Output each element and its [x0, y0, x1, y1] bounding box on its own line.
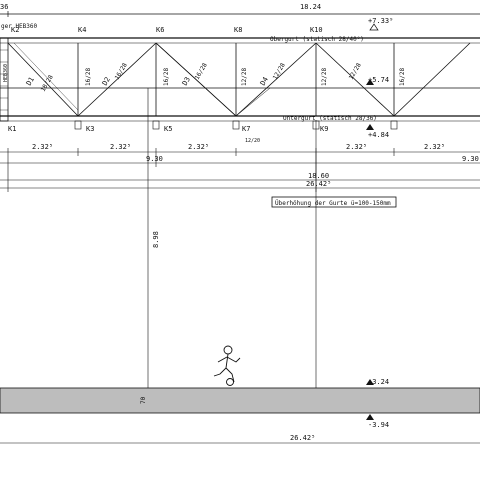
- member-size: 16/28: [85, 68, 92, 86]
- level-mid: +5.74: [368, 76, 389, 84]
- node-bottom-label: K9: [320, 125, 328, 133]
- bottom-overall-dim: 26.42⁵: [290, 434, 315, 442]
- height-dimension: 8.98: [152, 231, 160, 248]
- member-size: 12/28: [321, 68, 328, 86]
- node-top-label: K10: [310, 26, 323, 34]
- member-size: 12/28: [241, 68, 248, 86]
- diagonal-label: D3: [181, 76, 192, 87]
- level-floor-bottom: -3.94: [368, 421, 389, 429]
- level-bottom-chord: +4.84: [368, 131, 389, 139]
- span-dim: 18.60: [308, 172, 329, 180]
- slab-dim: 70: [140, 396, 147, 404]
- small-member-label: 12/20: [245, 138, 260, 144]
- top-dimension: 18.24 36: [0, 3, 480, 17]
- member-size: 16/28: [399, 68, 406, 86]
- spacing-dim: 2.32⁵: [346, 143, 367, 151]
- bottom-chord-label: Untergurt (statisch 28/36): [283, 115, 377, 122]
- level-marker-triangle-icon: [366, 124, 374, 130]
- spacing-dim: 2.32⁵: [32, 143, 53, 151]
- member-size: 16/28: [114, 62, 129, 81]
- level-marker-triangle-icon: [366, 79, 374, 85]
- overall-dim: 26.42⁵: [306, 180, 331, 188]
- spacing-dim: 2.32⁵: [110, 143, 131, 151]
- camber-note: Überhöhung der Gurte ü=100-150mm: [271, 196, 397, 208]
- level-floor-top: -3.24: [368, 378, 389, 386]
- diagonal-label: D2: [101, 76, 112, 87]
- node-bottom-label: K5: [164, 125, 172, 133]
- diagonal-label: D1: [25, 76, 36, 87]
- truss-labels: ger HEB360 HEB360 Obergurt (statisch 28/…: [1, 23, 406, 144]
- level-marker-triangle-icon: [366, 379, 374, 385]
- height-dim: 8.98: [152, 231, 160, 248]
- dimension-texts: 2.32⁵ 2.32⁵ 2.32⁵ 2.32⁵ 2.32⁵ 9.30 9.30 …: [32, 143, 479, 188]
- node-bottom-label: K7: [242, 125, 250, 133]
- top-left-label: ger HEB360: [1, 23, 38, 30]
- floor-slab: 70 -3.24 -3.94: [0, 378, 480, 429]
- truss: [0, 37, 480, 130]
- pair-dim: 9.30: [146, 155, 163, 163]
- person-with-ball-icon: [213, 345, 241, 386]
- bottom-dimension: 26.42⁵: [0, 434, 480, 444]
- truss-levels: +7.33⁹ +5.74 +4.84: [366, 17, 393, 139]
- pair-dim: 9.30: [462, 155, 479, 163]
- diagonal-label: D4: [259, 76, 270, 87]
- node-top-label: K2: [11, 26, 19, 34]
- spacing-dim: 2.32⁵: [424, 143, 445, 151]
- level-marker-triangle-icon: [366, 414, 374, 420]
- member-size: 16/28: [194, 62, 209, 81]
- node-top-label: K4: [78, 26, 86, 34]
- top-left-fragment: 36: [0, 3, 8, 11]
- level-marker-triangle-icon: [369, 23, 379, 31]
- member-size: 12/28: [348, 62, 363, 81]
- top-total-dim: 18.24: [300, 3, 321, 11]
- dimension-chains: [0, 88, 480, 400]
- node-bottom-label: K1: [8, 125, 16, 133]
- node-bottom-label: K3: [86, 125, 94, 133]
- top-chord-label: Obergurt (statisch 28/40⁰): [270, 36, 364, 43]
- member-size: 16/28: [163, 68, 170, 86]
- post-label: HEB360: [3, 64, 9, 82]
- camber-note-text: Überhöhung der Gurte ü=100-150mm: [275, 200, 391, 207]
- node-top-label: K8: [234, 26, 242, 34]
- level-top: +7.33⁹: [368, 17, 393, 25]
- spacing-dim: 2.32⁵: [188, 143, 209, 151]
- node-top-label: K6: [156, 26, 164, 34]
